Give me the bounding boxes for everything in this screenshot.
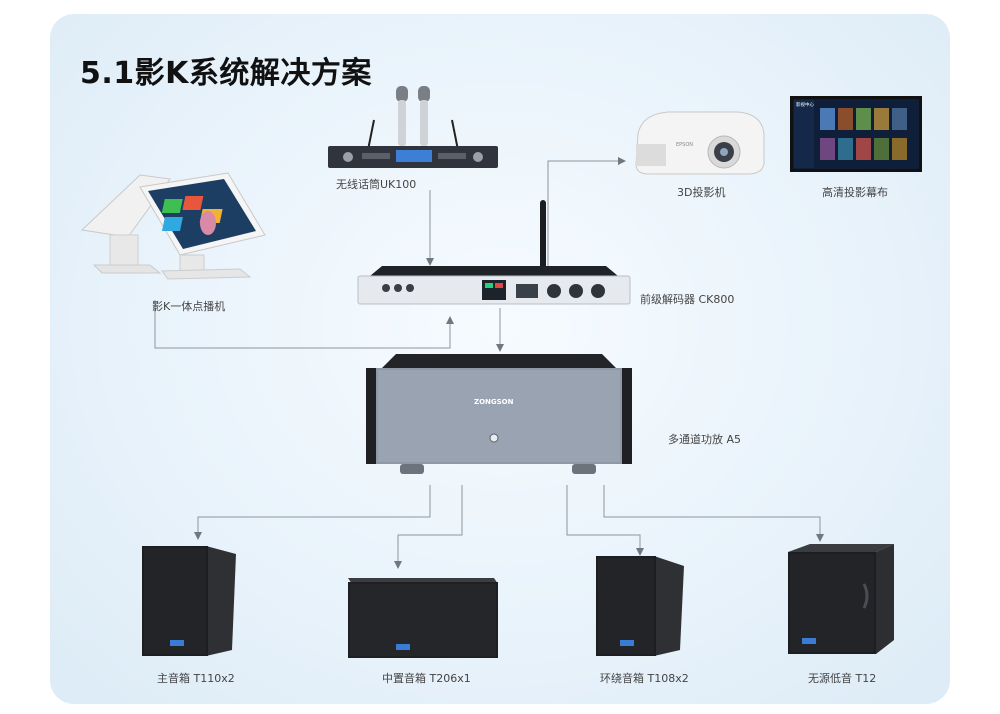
center-speaker-label: 中置音箱 T206x1 [382,672,471,685]
center-speaker-image [348,578,498,658]
decoder-image [357,200,631,305]
wire-amp-sub [603,485,824,542]
main-speaker-label: 主音箱 T110x2 [157,672,235,685]
decoder-label: 前级解码器 CK800 [640,293,735,306]
screen-image: 影视中心 [790,96,922,172]
wire-amp-main [194,485,431,540]
projector-brand: EPSON [676,142,693,148]
diagram-title: 5.1影K系统解决方案 [80,56,372,91]
surround-speaker-image [596,556,684,656]
wire-kiosk-decoder [154,300,454,349]
projector-label: 3D投影机 [677,186,726,199]
mic-label: 无线话筒UK100 [336,178,417,191]
screen-menu-title: 影视中心 [796,101,814,108]
kiosk-image [80,172,266,280]
screen-label: 高清投影幕布 [822,186,888,199]
subwoofer-image [788,544,894,654]
amplifier-brand: ZONGSON [474,398,514,406]
amplifier-image: ZONGSON [366,354,632,474]
wire-amp-surround [566,485,644,556]
subwoofer-label: 无源低音 T12 [808,672,877,685]
amplifier-label: 多通道功放 A5 [668,433,742,446]
main-speaker-image [142,546,236,656]
projector-image: EPSON [635,111,765,175]
mic-receiver-image [328,86,498,168]
surround-speaker-label: 环绕音箱 T108x2 [600,672,689,685]
wire-decoder-projector [547,157,626,270]
wire-amp-center [394,485,463,569]
kiosk-label: 影K一体点播机 [152,300,226,313]
